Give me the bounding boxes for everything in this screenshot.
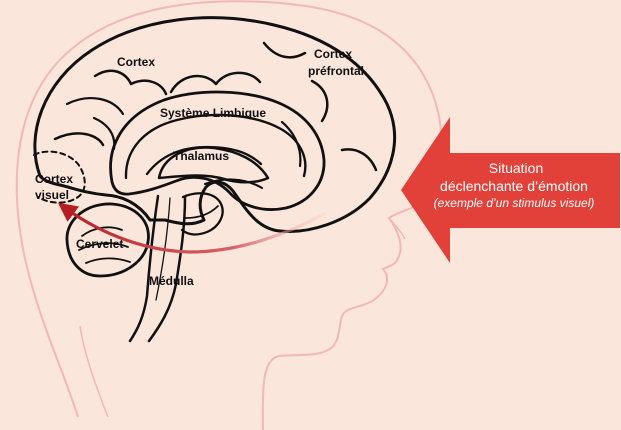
limbic-system-outline <box>109 90 326 211</box>
cerebellum-outline <box>65 202 150 278</box>
prefrontal-cortex-label-line2: préfrontal <box>308 64 364 78</box>
stimulus-text-line2: déclenchante d’émotion <box>440 178 588 194</box>
medulla-label: Médulla <box>149 274 194 288</box>
visual-cortex-dashed-region <box>33 150 86 204</box>
thalamus-outline <box>157 146 270 184</box>
brainstem-outline-left <box>128 194 160 343</box>
prefrontal-cortex-label-line1: Cortex <box>314 47 352 61</box>
head-outline <box>15 0 443 430</box>
visual-cortex-label-line1: Cortex <box>35 172 73 186</box>
limbic-system-label: Système Limbique <box>160 106 266 120</box>
visual-cortex-label-line2: visuel <box>35 188 69 202</box>
cerebellum-label: Cervelet <box>76 237 123 251</box>
visual-pathway-arrow <box>57 202 327 254</box>
stimulus-text-line1: Situation <box>489 160 543 176</box>
stimulus-arrow <box>401 117 620 263</box>
cortex-label: Cortex <box>117 55 155 69</box>
stimulus-text-line3: (exemple d’un stimulus visuel) <box>434 196 595 210</box>
brain-outer-outline <box>33 16 397 233</box>
pons-outline <box>180 192 224 236</box>
thalamus-label: Thalamus <box>173 149 229 163</box>
brain-drawing <box>33 16 397 343</box>
brainstem-outline-right <box>147 195 187 343</box>
